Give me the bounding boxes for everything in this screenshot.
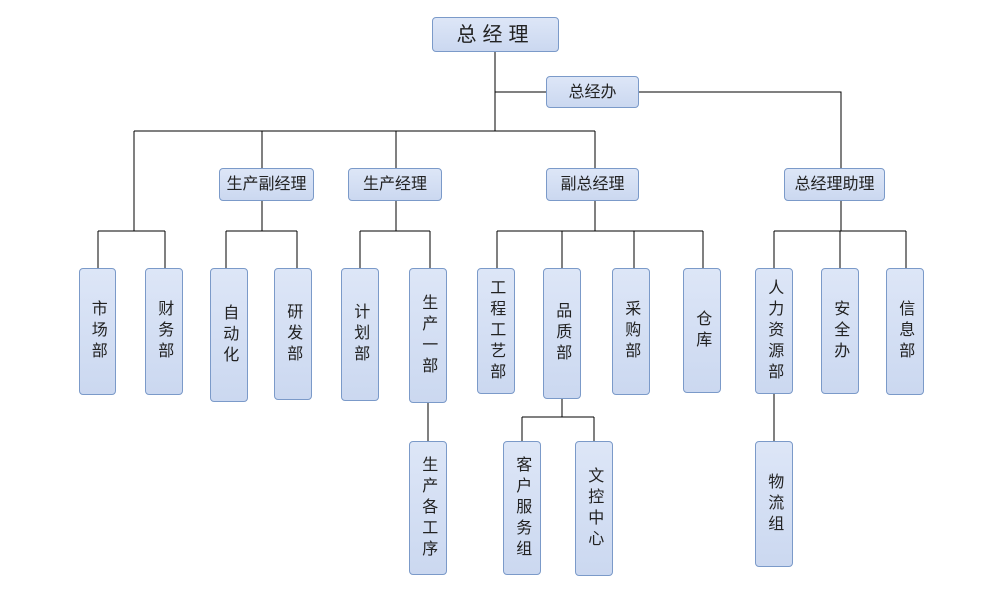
node-it-label: 信息部 — [896, 300, 916, 363]
node-finance: 财务部 — [145, 268, 183, 395]
node-document-control: 文控中心 — [575, 441, 613, 576]
node-deputy-gm-label: 副总经理 — [560, 174, 625, 194]
node-rnd: 研发部 — [274, 268, 312, 400]
node-logistics: 物流组 — [755, 441, 793, 567]
node-finance-label: 财务部 — [155, 300, 175, 363]
node-ceo: 总经理 — [432, 17, 559, 52]
node-customer-service-label: 客户服务组 — [513, 455, 533, 561]
node-planning-label: 计划部 — [351, 303, 371, 366]
node-safety: 安全办 — [821, 268, 859, 394]
node-warehouse: 仓库 — [683, 268, 721, 393]
node-ceo-label: 总经理 — [456, 22, 535, 46]
node-engineering-label: 工程工艺部 — [487, 278, 507, 384]
node-warehouse-label: 仓库 — [693, 309, 713, 352]
node-document-control-label: 文控中心 — [585, 466, 605, 551]
node-automation-label: 自动化 — [220, 303, 240, 367]
node-gm-assistant-label: 总经理助理 — [794, 174, 875, 194]
node-logistics-label: 物流组 — [765, 472, 785, 536]
node-purchasing: 采购部 — [612, 268, 650, 395]
node-quality-label: 品质部 — [553, 302, 573, 365]
node-deputy-gm: 副总经理 — [546, 168, 639, 201]
node-vp-production-label: 生产副经理 — [226, 174, 307, 194]
node-gm-assistant: 总经理助理 — [784, 168, 885, 201]
node-production-processes: 生产各工序 — [409, 441, 447, 575]
node-purchasing-label: 采购部 — [622, 300, 642, 363]
node-customer-service: 客户服务组 — [503, 441, 541, 575]
node-production-manager: 生产经理 — [348, 168, 442, 201]
node-production-1: 生产一部 — [409, 268, 447, 403]
node-hr: 人力资源部 — [755, 268, 793, 394]
node-rnd-label: 研发部 — [284, 302, 304, 366]
node-production-manager-label: 生产经理 — [362, 174, 427, 194]
node-production-1-label: 生产一部 — [419, 293, 439, 378]
node-planning: 计划部 — [341, 268, 379, 401]
node-hr-label: 人力资源部 — [765, 278, 785, 384]
node-engineering: 工程工艺部 — [477, 268, 515, 394]
node-office: 总经办 — [546, 76, 639, 108]
connector-assistant-branch — [638, 91, 842, 171]
node-marketing-label: 市场部 — [88, 300, 108, 363]
node-quality: 品质部 — [543, 268, 581, 399]
node-safety-label: 安全办 — [831, 299, 851, 363]
node-it: 信息部 — [886, 268, 924, 395]
node-marketing: 市场部 — [79, 268, 116, 395]
node-vp-production: 生产副经理 — [219, 168, 314, 201]
node-automation: 自动化 — [210, 268, 248, 402]
node-office-label: 总经办 — [568, 81, 617, 101]
node-production-processes-label: 生产各工序 — [419, 455, 439, 561]
